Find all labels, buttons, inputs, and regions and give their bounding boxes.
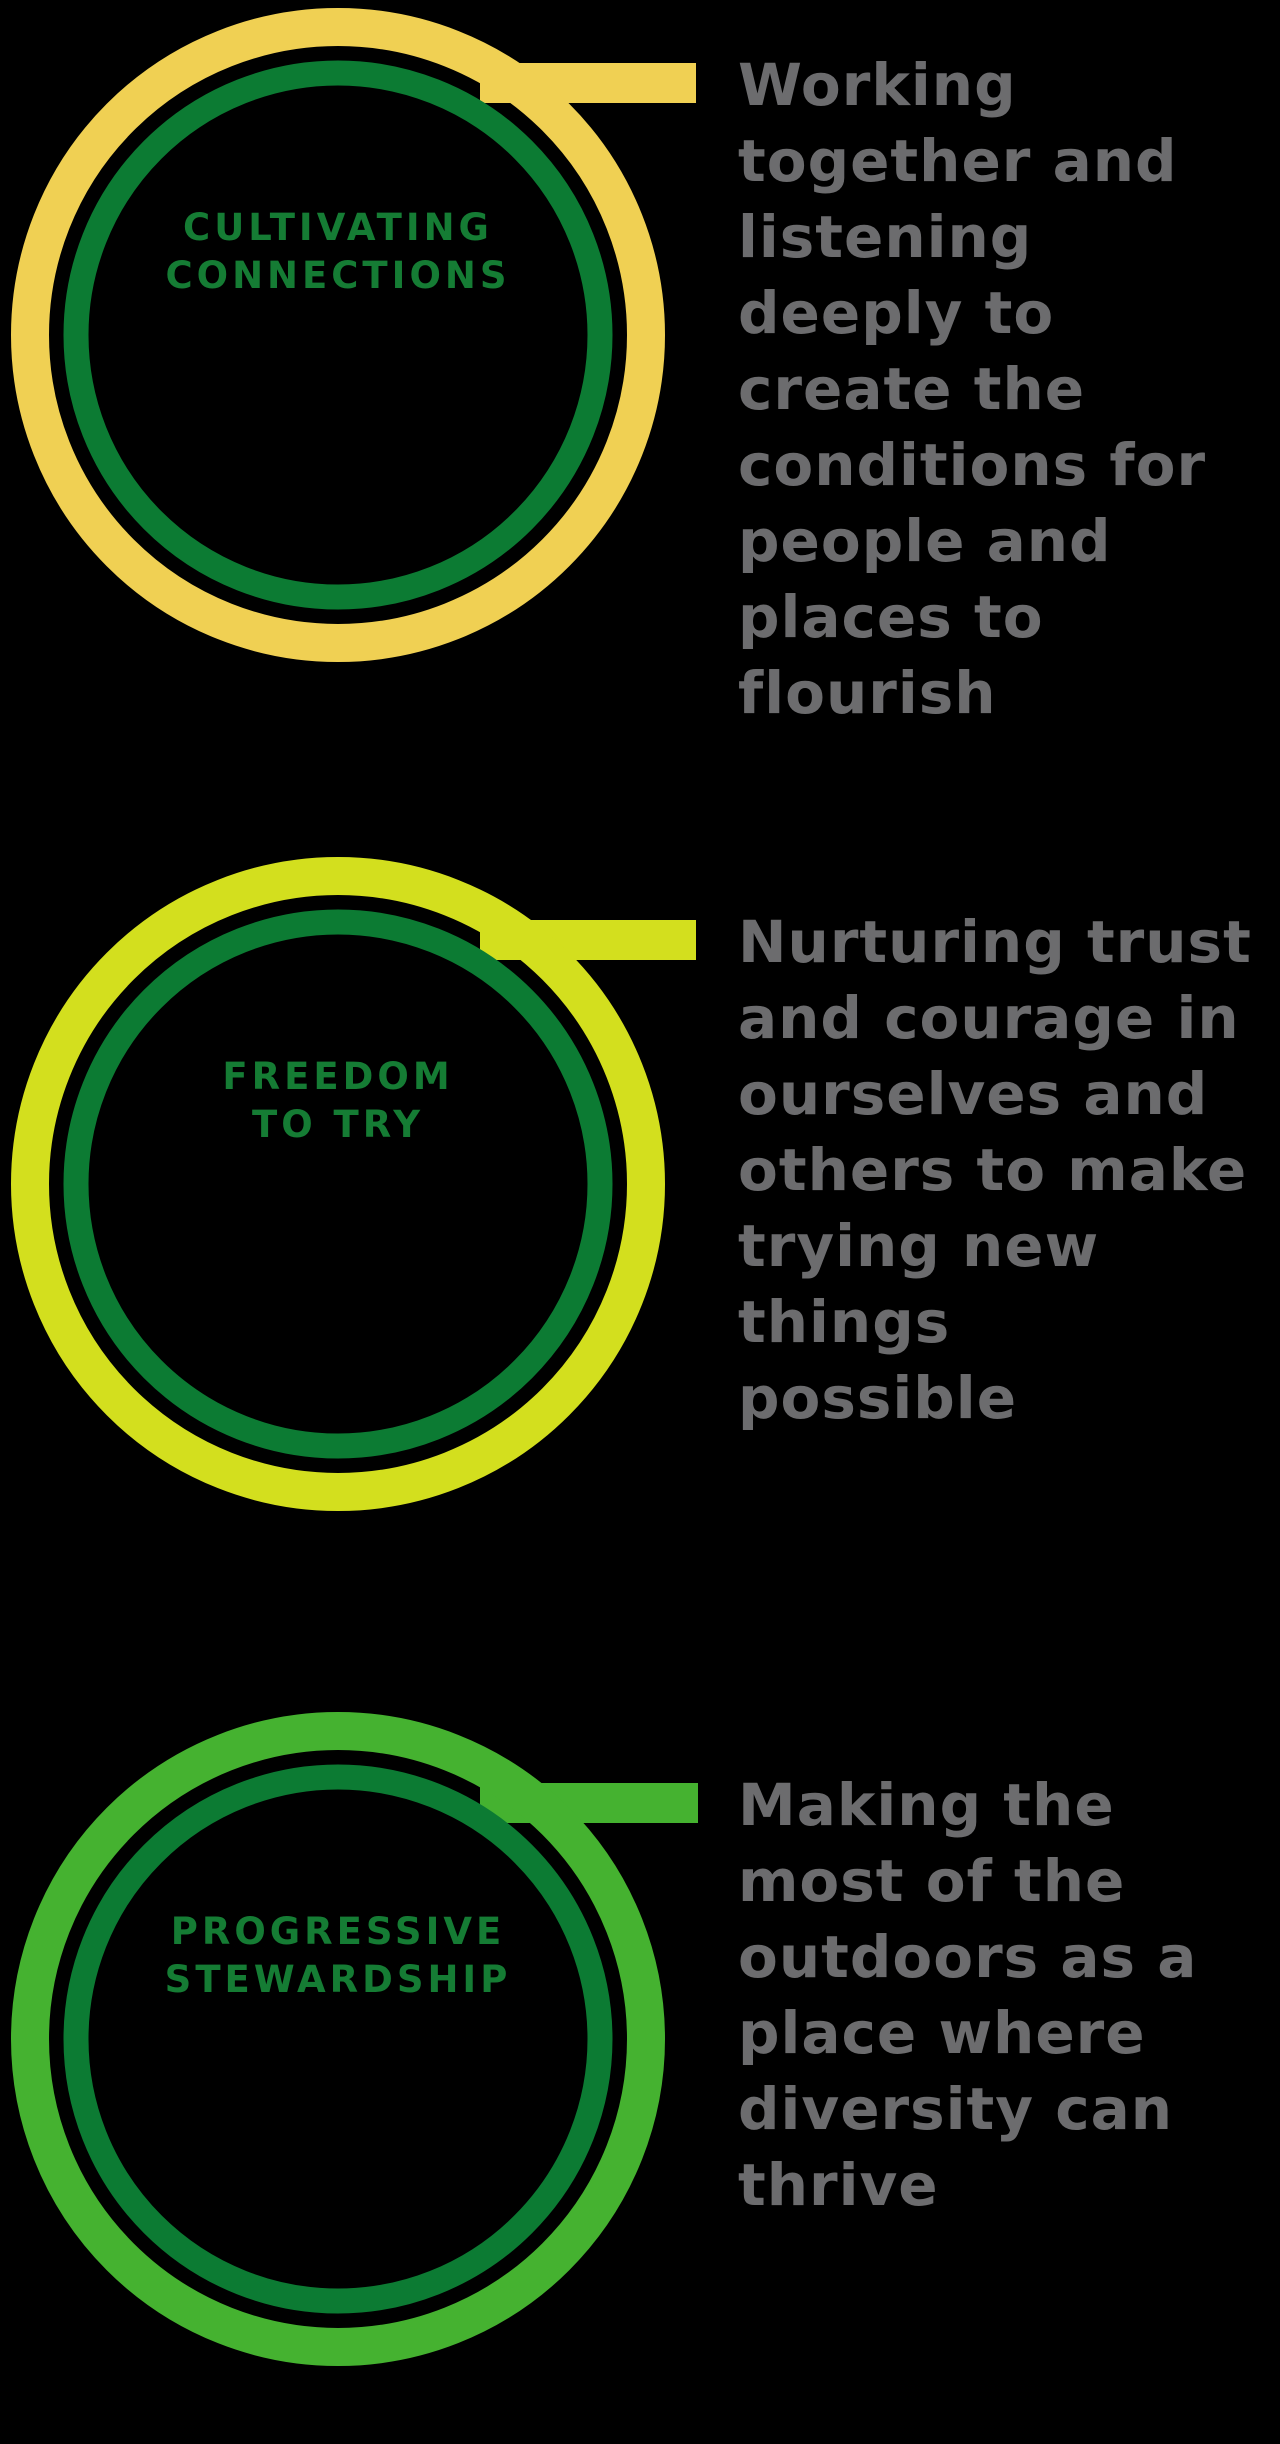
outer-ring — [11, 1712, 665, 2366]
value-group-freedom-to-try: FREEDOM TO TRY Nurturing trust and coura… — [0, 849, 1280, 1589]
freedom-to-try-badge-icon: FREEDOM TO TRY — [11, 857, 696, 1511]
value-group-progressive-stewardship: PROGRESSIVE STEWARDSHIP Making the most … — [0, 1704, 1280, 2444]
value-description: Making the most of the outdoors as a pla… — [738, 1771, 1198, 2219]
inner-ring — [63, 1764, 613, 2314]
inner-ring — [63, 60, 613, 610]
outer-ring — [11, 857, 665, 1511]
badge-label-line1: CULTIVATING — [183, 206, 493, 249]
value-description: Working together and listening deeply to… — [738, 51, 1207, 727]
inner-ring — [63, 909, 613, 1459]
progressive-stewardship-badge-icon: PROGRESSIVE STEWARDSHIP — [11, 1712, 698, 2366]
badge-label-line2: CONNECTIONS — [165, 254, 510, 297]
badge-label-line1: PROGRESSIVE — [171, 1910, 506, 1953]
value-description: Nurturing trust and courage in ourselves… — [738, 908, 1252, 1432]
values-infographic: CULTIVATING CONNECTIONS Working together… — [0, 0, 1280, 2366]
badge-label-line2: STEWARDSHIP — [165, 1958, 512, 2001]
badge-label-line1: FREEDOM — [222, 1055, 453, 1098]
outer-ring — [11, 8, 665, 662]
cultivating-connections-badge-icon: CULTIVATING CONNECTIONS — [11, 8, 696, 662]
value-group-cultivating-connections: CULTIVATING CONNECTIONS Working together… — [0, 0, 1280, 740]
badge-label-line2: TO TRY — [252, 1103, 424, 1146]
